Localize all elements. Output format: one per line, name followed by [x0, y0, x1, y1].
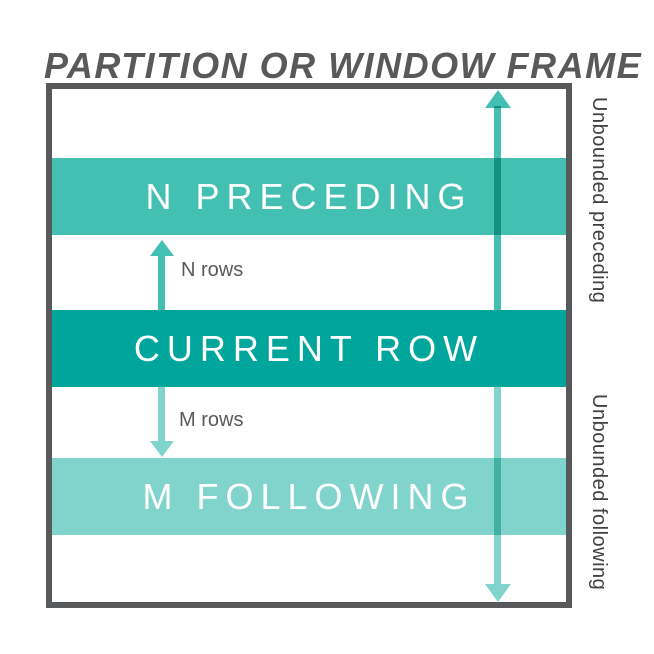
- arrow-down-icon: [485, 584, 511, 602]
- diagram-title: PARTITION OR WINDOW FRAME: [44, 45, 643, 86]
- unbounded-following-label: Unbounded following: [588, 394, 610, 591]
- arrow-shaft: [158, 254, 165, 310]
- band-n-preceding: N PRECEDING: [52, 158, 566, 235]
- arrow-shaft: [494, 387, 501, 584]
- arrow-down-icon: [150, 441, 174, 457]
- unbounded-preceding-label: Unbounded preceding: [588, 97, 610, 304]
- arrow-up-icon: [150, 240, 174, 256]
- partition-frame-box: [46, 83, 572, 608]
- band-m-following-label: M FOLLOWING: [142, 475, 476, 517]
- band-current-row: CURRENT ROW: [52, 310, 566, 387]
- band-current-row-label: CURRENT ROW: [133, 327, 485, 369]
- band-m-following: M FOLLOWING: [52, 458, 566, 535]
- arrow-up-icon: [485, 90, 511, 108]
- m-rows-label: M rows: [179, 409, 244, 431]
- band-n-preceding-label: N PRECEDING: [145, 175, 473, 217]
- n-rows-label: N rows: [181, 259, 244, 281]
- arrow-shaft: [494, 106, 501, 310]
- arrow-shaft: [158, 387, 165, 441]
